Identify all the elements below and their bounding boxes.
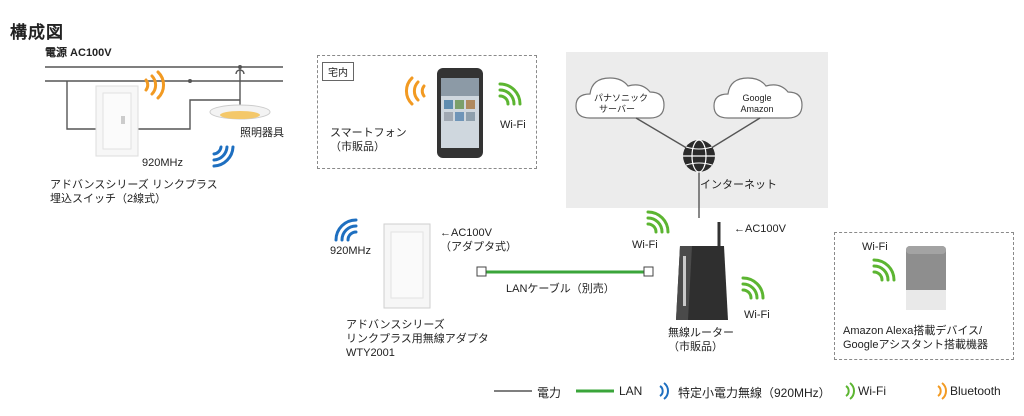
adapter-freq: 920MHz [330, 245, 371, 257]
power-label: 電源 AC100V [45, 47, 112, 59]
internet-label: インターネット [700, 179, 777, 191]
router-wifi-right: Wi-Fi [744, 309, 770, 321]
adapter-label: アドバンスシリーズ リンクプラス用無線アダプタ WTY2001 [346, 319, 489, 359]
smartphone [437, 68, 483, 158]
junction-dot-1 [188, 79, 192, 83]
cloud-panasonic [575, 77, 665, 119]
radio920-icon-light [212, 145, 235, 168]
wifi-icon-router-right [741, 276, 765, 300]
diagram-title: 構成図 [10, 23, 64, 42]
lan-cable-label: LANケーブル（別売） [506, 283, 615, 295]
legend: 電力 LAN 特定小電力無線（920MHz） Wi-Fi Bluetooth [0, 380, 1024, 404]
wifi-icon-router-left [646, 210, 670, 234]
cloud-google [713, 77, 803, 119]
globe-icon [683, 139, 715, 173]
ceiling-light [209, 104, 271, 120]
switch-freq: 920MHz [142, 157, 183, 169]
legend-wifi: Wi-Fi [858, 384, 886, 398]
phone-wifi-label: Wi-Fi [500, 119, 526, 131]
home-tag: 宅内 [322, 62, 354, 81]
speaker-label: Amazon Alexa搭載デバイス/ Googleアシスタント搭載機器 [843, 325, 989, 351]
switch-label: アドバンスシリーズ リンクプラス 埋込スイッチ（2線式） [50, 179, 218, 205]
wifi-icon-phone [498, 82, 522, 106]
wireless-adapter [383, 223, 431, 309]
bluetooth-icon-phone [405, 76, 426, 106]
panasonic-cloud-label: パナソニック サーバー [594, 93, 649, 114]
alexa-box [834, 232, 1014, 360]
legend-radio920: 特定小電力無線（920MHz） [678, 386, 831, 400]
radio920-icon-adapter [334, 218, 358, 242]
lan-cable [476, 266, 654, 277]
router-power: ←AC100V [734, 223, 786, 235]
light-label: 照明器具 [240, 127, 284, 139]
adapter-power: ←AC100V （アダプタ式） [440, 227, 517, 253]
router-wifi-left: Wi-Fi [632, 239, 658, 251]
router [676, 222, 728, 320]
wire-jump [235, 69, 245, 75]
switch-wire-left [66, 81, 98, 130]
bluetooth-icon-switch [144, 70, 165, 100]
legend-power: 電力 [537, 386, 562, 400]
switch-wire-right [134, 99, 240, 130]
cloud-links [635, 117, 761, 218]
google-cloud-label: Google Amazon [740, 93, 774, 114]
legend-bluetooth: Bluetooth [950, 384, 1001, 398]
phone-label: スマートフォン （市販品） [330, 127, 407, 153]
smart-speaker [906, 246, 946, 310]
speaker-wifi-label: Wi-Fi [862, 241, 888, 253]
power-lines [45, 66, 283, 130]
wall-switch [95, 85, 139, 157]
legend-graphics [494, 382, 947, 400]
junction-dot-2 [238, 65, 242, 69]
legend-lan: LAN [619, 384, 643, 398]
home-box [317, 55, 537, 169]
router-label: 無線ルーター （市販品） [668, 327, 734, 353]
wifi-icon-speaker [872, 258, 896, 282]
